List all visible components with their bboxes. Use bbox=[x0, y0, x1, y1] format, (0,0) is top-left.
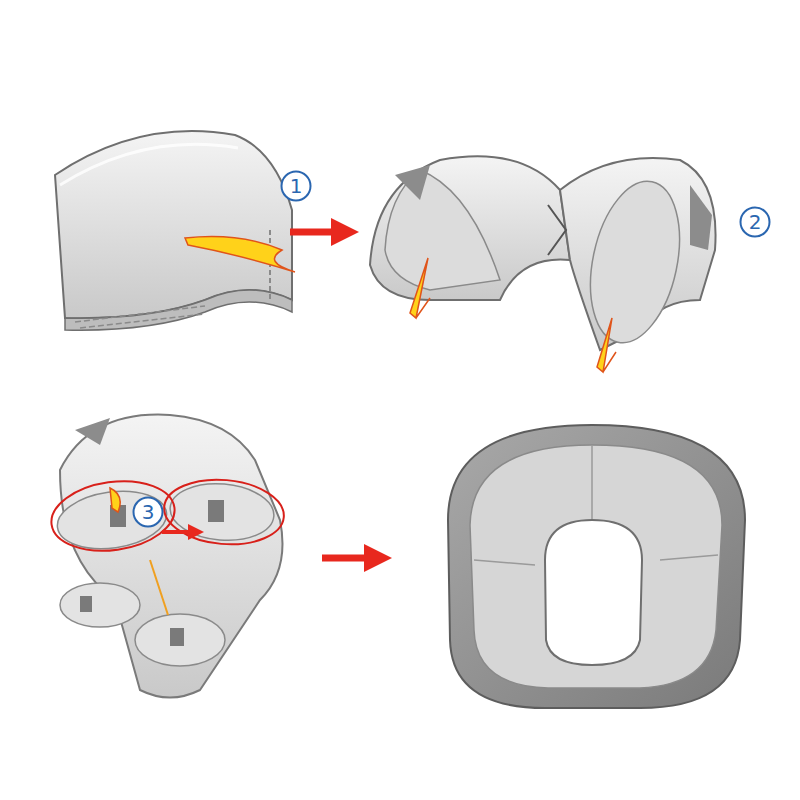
step-arrow bbox=[290, 229, 345, 236]
unfolding-seat bbox=[370, 156, 716, 372]
callout-circle: 1 bbox=[280, 170, 312, 202]
callout-number: 2 bbox=[749, 212, 762, 232]
callout-number: 1 bbox=[290, 176, 303, 196]
joining-seat bbox=[47, 415, 287, 698]
finished-seat bbox=[448, 425, 745, 708]
callout-circle: 3 bbox=[132, 496, 164, 528]
step-arrow bbox=[322, 555, 378, 562]
callout-circle: 2 bbox=[739, 206, 771, 238]
callout-number: 3 bbox=[142, 502, 155, 522]
folded-seat bbox=[55, 131, 295, 330]
